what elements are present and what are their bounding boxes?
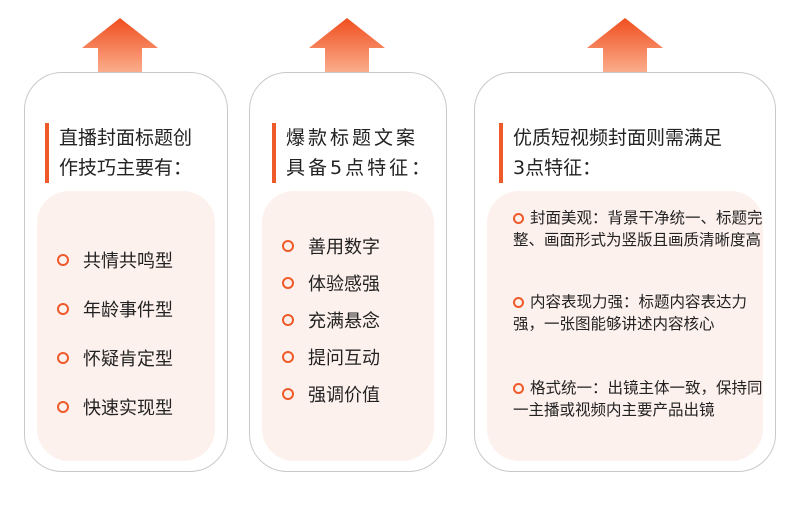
card-title: 直播封面标题创 作技巧主要有：: [45, 123, 221, 183]
card-short-video-cover-features: 优质短视频封面则需满足 3点特征： 封面美观：背景干净统一、标题完整、画面形式为…: [474, 72, 776, 472]
feature-item: 内容表现力强：标题内容表达力强，一张图能够讲述内容核心: [487, 291, 763, 335]
list-item-label: 怀疑肯定型: [83, 348, 173, 370]
card-title-line: 具备5点特征：: [286, 157, 434, 179]
circle-bullet-icon: [57, 253, 69, 266]
circle-bullet-icon: [513, 297, 524, 308]
circle-bullet-icon: [282, 239, 294, 252]
list-item-label: 提问互动: [308, 347, 380, 369]
card-title-line: 直播封面标题创: [59, 127, 193, 149]
list-item-label: 体验感强: [308, 273, 380, 295]
feature-item: 格式统一：出镜主体一致，保持同一主播或视频内主要产品出镜: [487, 377, 763, 421]
list-item-label: 快速实现型: [83, 397, 173, 419]
up-arrow-icon: [82, 18, 158, 74]
circle-bullet-icon: [513, 213, 524, 224]
list-item: 快速实现型: [57, 382, 173, 431]
list-item: 充满悬念: [282, 301, 380, 338]
list-item: 强调价值: [282, 375, 380, 412]
up-arrow-icon: [309, 18, 385, 74]
feature-item: 封面美观：背景干净统一、标题完整、画面形式为竖版且画质清晰度高: [487, 207, 763, 251]
list-item: 年龄事件型: [57, 284, 173, 333]
list-item-label: 善用数字: [308, 236, 380, 258]
feature-text: 格式统一：出镜主体一致，保持同一主播或视频内主要产品出镜: [513, 379, 763, 419]
list-item-label: 共情共鸣型: [83, 250, 173, 272]
list-item: 善用数字: [282, 227, 380, 264]
up-arrow-icon: [587, 18, 663, 74]
inner-panel: 善用数字 体验感强 充满悬念 提问互动 强调价值: [262, 191, 434, 461]
circle-bullet-icon: [513, 383, 524, 394]
circle-bullet-icon: [57, 351, 69, 364]
circle-bullet-icon: [282, 387, 294, 400]
card-viral-title-features: 爆款标题文案 具备5点特征： 善用数字 体验感强 充满悬念 提问互动 强调价值: [249, 72, 447, 472]
feature-text: 内容表现力强：标题内容表达力强，一张图能够讲述内容核心: [513, 293, 748, 333]
circle-bullet-icon: [57, 302, 69, 315]
circle-bullet-icon: [57, 400, 69, 413]
card-title-line: 作技巧主要有：: [59, 157, 193, 179]
card-title-line: 优质短视频封面则需满足: [513, 127, 723, 149]
card-title: 优质短视频封面则需满足 3点特征：: [499, 123, 769, 183]
list-item-label: 年龄事件型: [83, 299, 173, 321]
list-item: 提问互动: [282, 338, 380, 375]
list-item: 怀疑肯定型: [57, 333, 173, 382]
circle-bullet-icon: [282, 313, 294, 326]
list-item: 体验感强: [282, 264, 380, 301]
feature-text: 封面美观：背景干净统一、标题完整、画面形式为竖版且画质清晰度高: [513, 209, 763, 249]
card-title: 爆款标题文案 具备5点特征：: [272, 123, 442, 183]
circle-bullet-icon: [282, 350, 294, 363]
card-title-line: 爆款标题文案: [286, 127, 419, 149]
list-item-label: 强调价值: [308, 384, 380, 406]
list-item: 共情共鸣型: [57, 235, 173, 284]
card-live-cover-title-tips: 直播封面标题创 作技巧主要有： 共情共鸣型 年龄事件型 怀疑肯定型 快速实现型: [24, 72, 228, 472]
card-title-line: 3点特征：: [513, 157, 602, 179]
list-item-label: 充满悬念: [308, 310, 380, 332]
inner-panel: 共情共鸣型 年龄事件型 怀疑肯定型 快速实现型: [37, 191, 215, 461]
circle-bullet-icon: [282, 276, 294, 289]
inner-panel: 封面美观：背景干净统一、标题完整、画面形式为竖版且画质清晰度高 内容表现力强：标…: [487, 191, 763, 461]
